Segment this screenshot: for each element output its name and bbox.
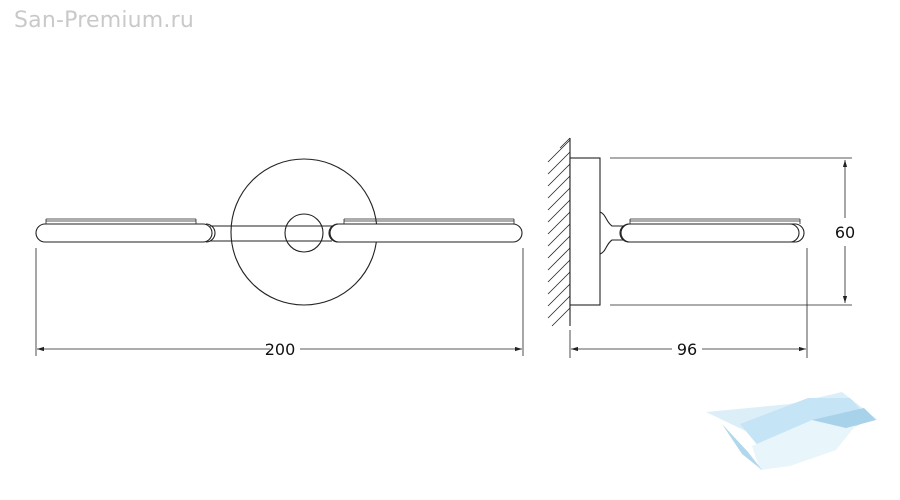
mount-plate xyxy=(569,157,601,306)
side-holder xyxy=(619,223,805,243)
dimension-width-label: 200 xyxy=(265,340,296,359)
front-view: 200 xyxy=(35,158,524,359)
center-hub xyxy=(284,213,324,253)
neck-top xyxy=(599,211,624,227)
neck-bottom xyxy=(599,239,624,255)
wall-hatching xyxy=(547,137,571,327)
site-watermark: San-Premium.ru xyxy=(14,8,195,33)
side-view: 60 96 xyxy=(547,137,855,359)
left-holder xyxy=(35,218,216,243)
brand-logo xyxy=(706,392,878,470)
dimension-depth-label: 96 xyxy=(677,340,697,359)
dimension-height-label: 60 xyxy=(835,223,855,242)
right-holder xyxy=(328,218,523,243)
